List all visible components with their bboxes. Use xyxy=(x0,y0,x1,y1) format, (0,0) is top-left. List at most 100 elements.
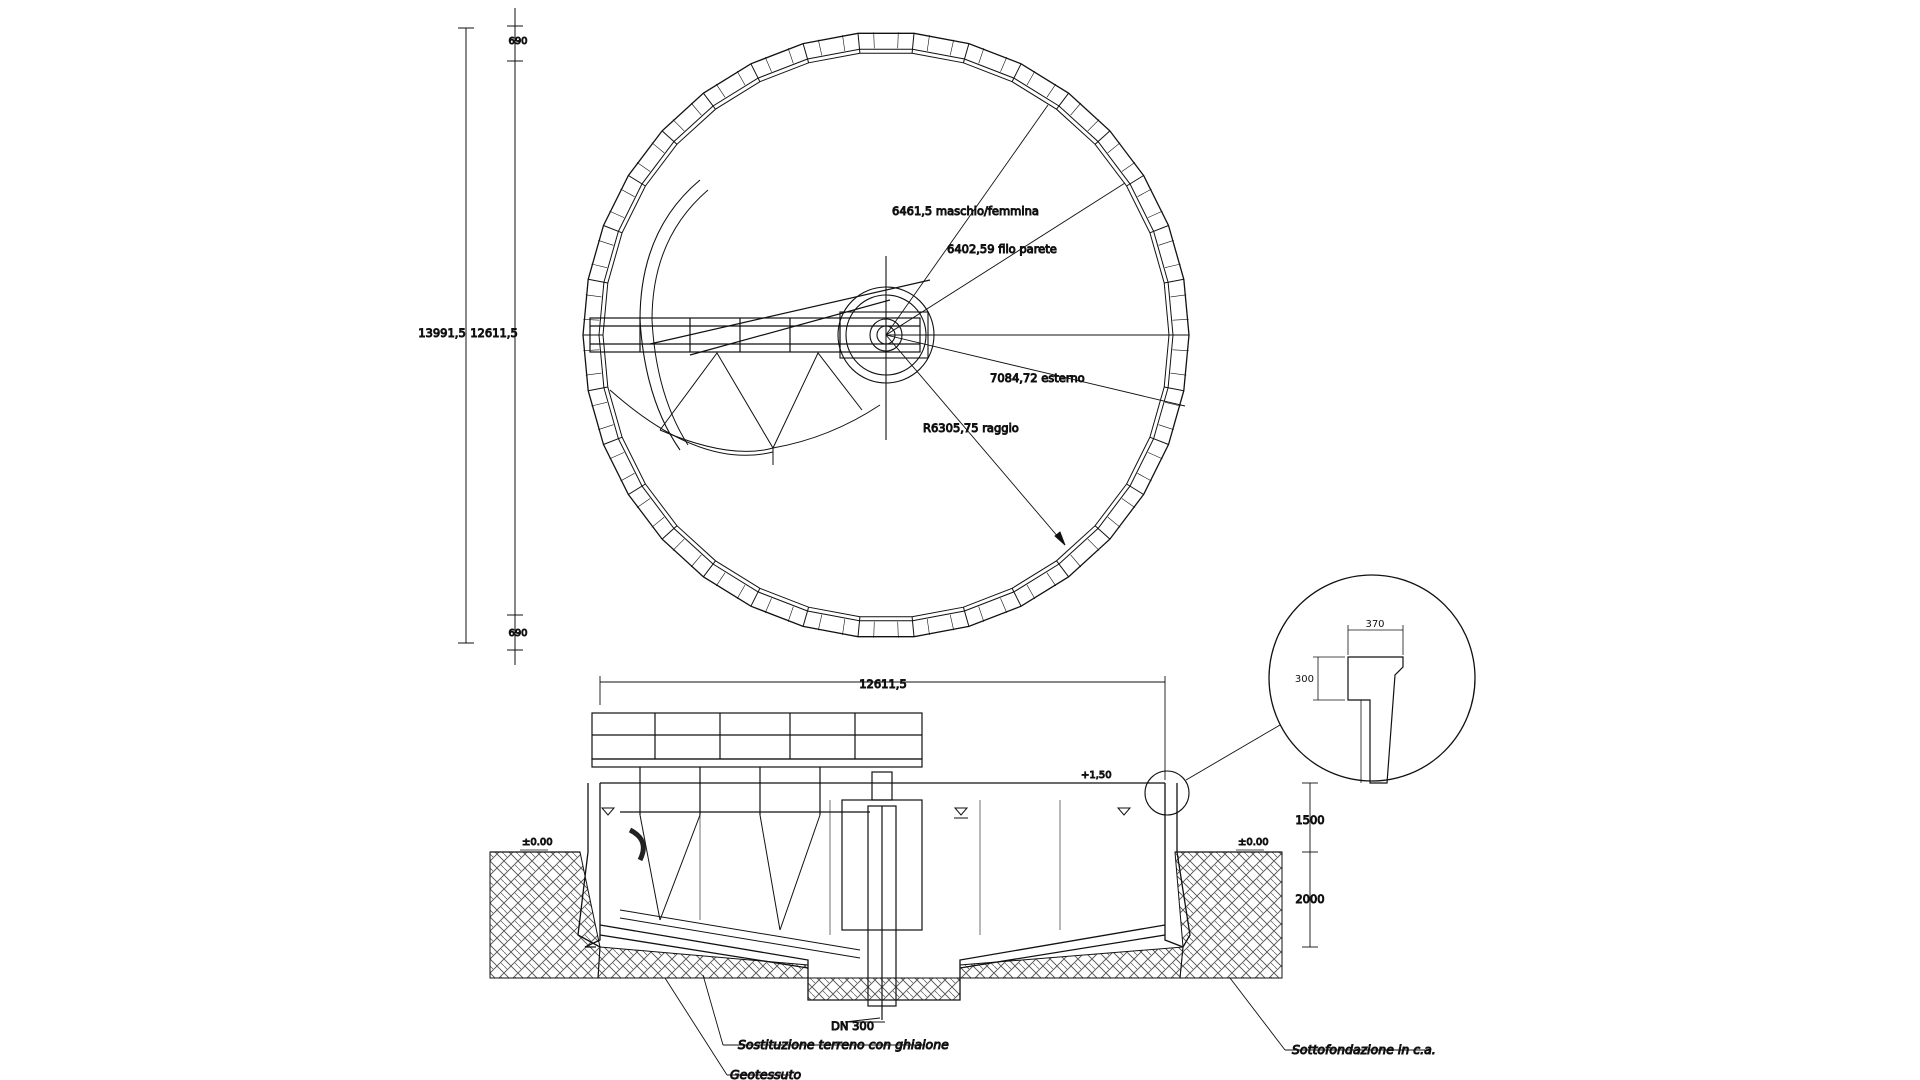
water-level-marks xyxy=(600,807,1132,819)
label-geotextile: Geotessuto xyxy=(730,1067,801,1080)
tank-segment-joint xyxy=(1056,560,1069,578)
tank-segment-rib xyxy=(842,35,846,52)
tank-segment-joint xyxy=(802,43,810,63)
tank-segment-joint xyxy=(661,130,678,145)
tank-segment-rib xyxy=(672,119,685,132)
tank-segment-joint xyxy=(962,607,970,627)
section-width-dimension xyxy=(599,676,1166,780)
scraper-arms xyxy=(609,352,881,465)
tank-segment-joint xyxy=(1011,63,1022,82)
tank-segment-rib xyxy=(1107,142,1121,154)
tank-segment-joint xyxy=(911,33,915,54)
soil-right xyxy=(1174,851,1283,979)
tank-segment-rib xyxy=(598,424,614,430)
tank-segment-rib xyxy=(620,188,635,197)
tank-segment-rib xyxy=(1147,210,1163,218)
tank-segment-rib xyxy=(842,618,846,635)
tank-segment-joint xyxy=(603,225,623,234)
tank-segment-joint xyxy=(1094,525,1111,540)
label-subfoundation: Sottofondazione in c.a. xyxy=(1292,1042,1436,1057)
tank-segment-rib xyxy=(690,554,702,568)
plan-label-radius: R6305,75 raggio xyxy=(923,421,1019,435)
tank-segment-joint xyxy=(1011,588,1022,607)
tank-segment-rib xyxy=(1000,598,1008,614)
central-column xyxy=(841,771,923,1020)
tank-segment-joint xyxy=(1164,386,1184,392)
tank-segment-joint xyxy=(962,43,970,63)
tank-segment-rib xyxy=(926,618,930,635)
tank-segment-rib xyxy=(949,614,954,631)
plan-dim-total: 13991,5 xyxy=(418,326,466,340)
tank-segment-rib xyxy=(585,372,602,376)
soil-bottom xyxy=(597,946,1184,1001)
tank-segment-rib xyxy=(1137,188,1152,197)
tank-segment-rib xyxy=(715,572,726,587)
tank-segment-rib xyxy=(672,538,685,551)
plan-dim-top-offset: 690 xyxy=(508,36,527,47)
tank-segment-rib xyxy=(764,56,772,72)
tank-segment-joint xyxy=(1056,92,1069,110)
pipe-label: DN 300 xyxy=(831,1019,874,1033)
tank-segment-rib xyxy=(1070,554,1082,568)
tank-segment-joint xyxy=(802,607,810,627)
tank-segment-rib xyxy=(1158,240,1174,246)
tank-segment-rib xyxy=(1121,162,1136,172)
tank-segment-rib xyxy=(873,621,875,638)
tank-segment-rib xyxy=(897,621,899,638)
tank-segment-joint xyxy=(1126,175,1144,187)
tank-segment-rib xyxy=(1026,584,1036,600)
tank-segment-rib xyxy=(949,39,954,56)
tank-wall-ring xyxy=(582,32,1190,638)
label-soil-replacement: Sostituzione terreno con ghiaione xyxy=(738,1037,949,1052)
tank-segment-rib xyxy=(1172,349,1189,351)
detail-dim-height: 300 xyxy=(1295,674,1314,685)
section-dim-upper: 1500 xyxy=(1295,813,1324,827)
plan-vertical-dimensions xyxy=(458,8,523,665)
tank-segment-rib xyxy=(736,70,746,86)
tank-segment-rib xyxy=(1087,119,1100,132)
tank-segment-rib xyxy=(1147,452,1163,460)
tank-segment-joint xyxy=(703,92,716,110)
tank-segment-joint xyxy=(1164,278,1184,284)
tank-segment-rib xyxy=(978,48,985,64)
tank-segment-rib xyxy=(636,498,651,508)
tank-segment-joint xyxy=(588,278,608,284)
leader-lines xyxy=(664,974,1425,1076)
tank-segment-rib xyxy=(736,584,746,600)
tank-segment-rib xyxy=(1158,424,1174,430)
tank-segment-rib xyxy=(620,473,635,482)
tank-segment-joint xyxy=(628,483,646,495)
plan-label-male-female: 6461,5 maschio/femmina xyxy=(892,204,1039,218)
tank-segment-joint xyxy=(750,588,761,607)
tank-segment-rib xyxy=(598,240,614,246)
tank-segment-joint xyxy=(750,63,761,82)
plan-radial-dimensions xyxy=(885,104,1186,546)
section-view: 12611,5 +1,50 ±0.00 ±0.00 1500 2000 DN xyxy=(489,676,1436,1080)
level-top: +1,50 xyxy=(1081,770,1112,781)
tank-inner-lines xyxy=(699,800,1061,935)
tank-segment-rib xyxy=(764,598,772,614)
tank-segment-joint xyxy=(661,525,678,540)
tank-segment-rib xyxy=(609,210,625,218)
tank-section-walls xyxy=(577,782,1191,1001)
tank-segment-joint xyxy=(1149,436,1169,445)
tank-segment-rib xyxy=(926,35,930,52)
tank-segment-rib xyxy=(636,162,651,172)
wall-top-detail xyxy=(1144,574,1476,816)
tank-segment-rib xyxy=(651,516,665,528)
detail-dim-width: 370 xyxy=(1365,619,1384,630)
tank-segment-rib xyxy=(1107,516,1121,528)
tank-segment-rib xyxy=(1087,538,1100,551)
tank-segment-rib xyxy=(787,606,794,622)
plan-dim-inner: 12611,5 xyxy=(470,326,518,340)
scraper-bridge xyxy=(589,279,931,356)
tank-segment-rib xyxy=(715,83,726,98)
tank-segment-joint xyxy=(857,616,861,637)
plan-label-wall: 6402,59 filo parete xyxy=(947,242,1057,256)
soil-left xyxy=(489,851,601,979)
plan-dim-bottom-offset: 690 xyxy=(508,628,527,639)
tank-segment-rib xyxy=(591,402,608,407)
tank-segment-rib xyxy=(897,32,899,49)
tank-segment-rib xyxy=(585,294,602,298)
